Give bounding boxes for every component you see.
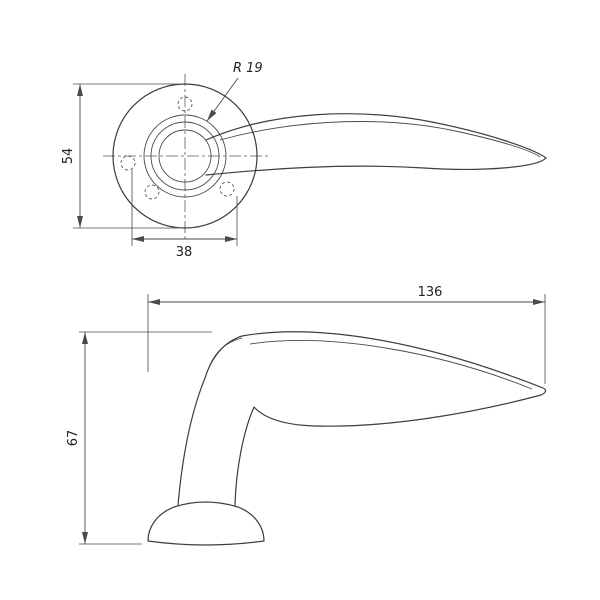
dim54-value: 54 — [61, 148, 76, 165]
dim38-value: 38 — [176, 245, 193, 260]
dimensions-top-view: R 19 54 38 — [61, 61, 263, 260]
lever-side-view-contour — [249, 340, 533, 390]
neck-side-view-contour — [207, 337, 243, 371]
radius-leader-line — [206, 77, 239, 122]
rosette-ring-outer-circle — [143, 114, 227, 198]
base-side-view-outline — [147, 501, 265, 546]
lever-top-view-contour — [219, 121, 541, 158]
lever-top-view-outline — [205, 113, 547, 176]
dimensions-side-view: 136 67 — [66, 285, 546, 545]
rosette-ring-inner-circle — [150, 121, 220, 191]
screw-hole-bottom-left — [144, 184, 160, 200]
screw-hole-top — [177, 96, 193, 112]
top-view — [103, 74, 547, 240]
side-view — [147, 331, 547, 546]
dim67-value: 67 — [66, 430, 81, 447]
handle-hub-circle — [158, 129, 212, 183]
dim136-value: 136 — [418, 285, 443, 300]
screw-hole-bottom-right — [219, 181, 235, 197]
screw-hole-left — [120, 155, 136, 171]
handle-side-view-outline — [177, 331, 547, 506]
radius-label: R 19 — [233, 61, 263, 76]
rosette-outer-circle — [112, 83, 258, 229]
